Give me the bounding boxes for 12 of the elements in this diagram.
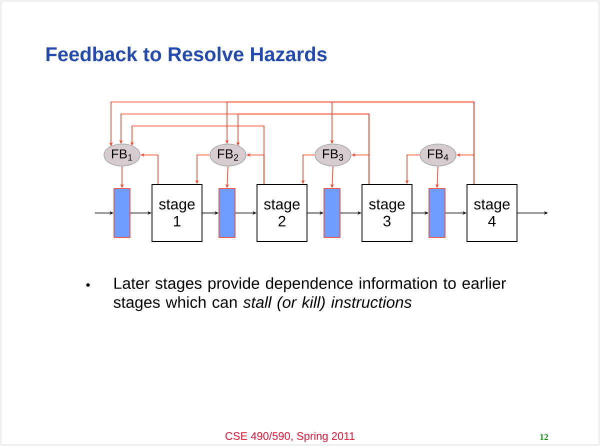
- pipeline-latch: [324, 188, 340, 238]
- stage-box: stage 4: [466, 184, 518, 242]
- pipeline-latch: [114, 188, 130, 238]
- pipeline-latch: [428, 188, 446, 238]
- pipeline-latch: [218, 188, 236, 238]
- stage-box: stage 2: [256, 184, 308, 242]
- slide-title: Feedback to Resolve Hazards: [46, 46, 327, 62]
- stage-box: stage 1: [152, 184, 202, 242]
- footer-text: CSE 490/590, Spring 2011: [226, 432, 354, 442]
- stage-box: stage 3: [362, 184, 412, 242]
- page-number: 12: [540, 434, 548, 440]
- bullet-text: Later stages provide dependence information to earlier stages which can stall (or kill) instructions: [114, 277, 506, 312]
